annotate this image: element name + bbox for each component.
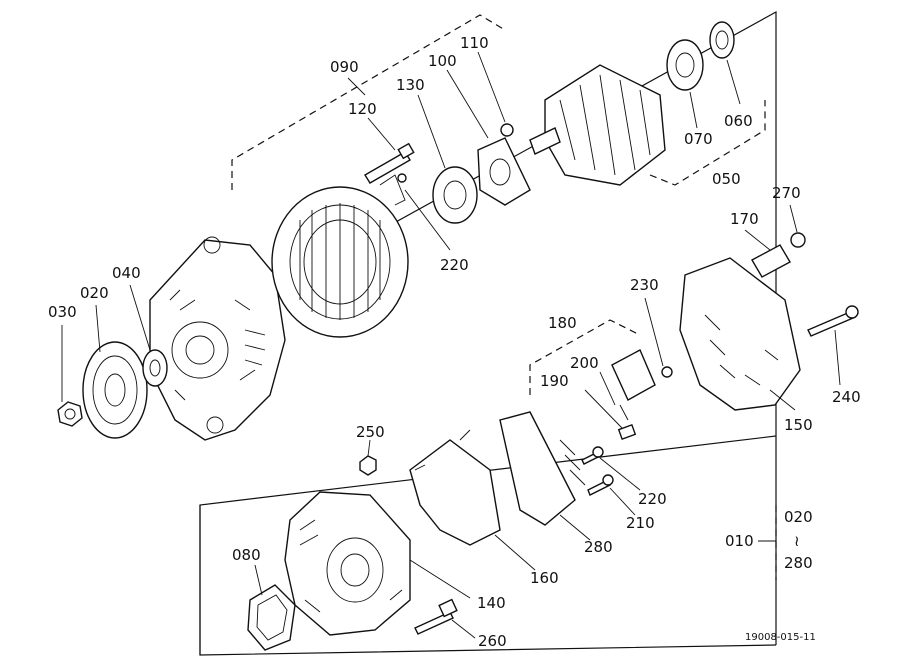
nut-270 <box>790 232 806 248</box>
bearing-070 <box>666 39 704 91</box>
label-260: 260 <box>478 632 507 650</box>
plate-100 <box>477 137 531 206</box>
spacer-040 <box>142 349 168 387</box>
label-080: 080 <box>232 546 261 564</box>
label-250: 250 <box>356 423 385 441</box>
pulley-020 <box>82 341 148 439</box>
nut-030 <box>57 401 83 427</box>
lower-frame-line <box>199 505 777 656</box>
bolt-120 <box>364 142 415 184</box>
label-180: 180 <box>548 314 577 332</box>
rotor <box>529 64 666 186</box>
label-210: 210 <box>626 514 655 532</box>
kit-reference: 010 020 ≀ 280 <box>725 508 813 572</box>
bracket-090 <box>231 14 506 190</box>
drive-end-housing <box>149 236 286 441</box>
label-050: 050 <box>712 170 741 188</box>
label-110: 110 <box>460 34 489 52</box>
part-labels: 030 020 040 090 120 130 100 110 220 050 … <box>48 34 861 650</box>
group-brackets <box>231 14 777 580</box>
label-280: 280 <box>584 538 613 556</box>
regulator-280 <box>499 411 586 526</box>
bracket-050 <box>649 100 766 186</box>
label-090: 090 <box>330 58 359 76</box>
gasket-080 <box>247 584 296 651</box>
brush-holder-180 <box>611 349 673 440</box>
label-240: 240 <box>832 388 861 406</box>
label-120: 120 <box>348 100 377 118</box>
screw-220-upper <box>379 173 407 206</box>
housing-140 <box>284 491 411 636</box>
label-150: 150 <box>784 416 813 434</box>
rectifier-160 <box>409 429 501 546</box>
nut-250 <box>359 455 377 476</box>
sleeve-170 <box>751 244 791 278</box>
label-170: 170 <box>730 210 759 228</box>
bearing-130 <box>432 166 478 224</box>
rear-cover-150 <box>679 257 801 411</box>
drawing-code: 19008-015-11 <box>745 632 816 643</box>
washer-060 <box>709 21 735 59</box>
label-030: 030 <box>48 303 77 321</box>
stator <box>271 186 409 338</box>
label-270: 270 <box>772 184 801 202</box>
bracket-180 <box>529 319 641 395</box>
kit-from-label: 020 <box>784 508 813 526</box>
label-190: 190 <box>540 372 569 390</box>
label-200: 200 <box>570 354 599 372</box>
label-060: 060 <box>724 112 753 130</box>
bolt-260 <box>414 598 458 635</box>
kit-ref-label: 010 <box>725 532 754 550</box>
label-220-upper: 220 <box>440 256 469 274</box>
label-070: 070 <box>684 130 713 148</box>
kit-tilde: ≀ <box>794 532 800 550</box>
label-220-lower: 220 <box>638 490 667 508</box>
label-230: 230 <box>630 276 659 294</box>
label-130: 130 <box>396 76 425 94</box>
leader-lines <box>61 51 841 639</box>
label-160: 160 <box>530 569 559 587</box>
screw-210 <box>587 474 614 496</box>
label-020: 020 <box>80 284 109 302</box>
screw-220-lower <box>581 446 604 465</box>
bolt-240 <box>807 305 859 337</box>
screw-110 <box>500 123 514 137</box>
label-040: 040 <box>112 264 141 282</box>
label-140: 140 <box>477 594 506 612</box>
label-100: 100 <box>428 52 457 70</box>
kit-to-label: 280 <box>784 554 813 572</box>
